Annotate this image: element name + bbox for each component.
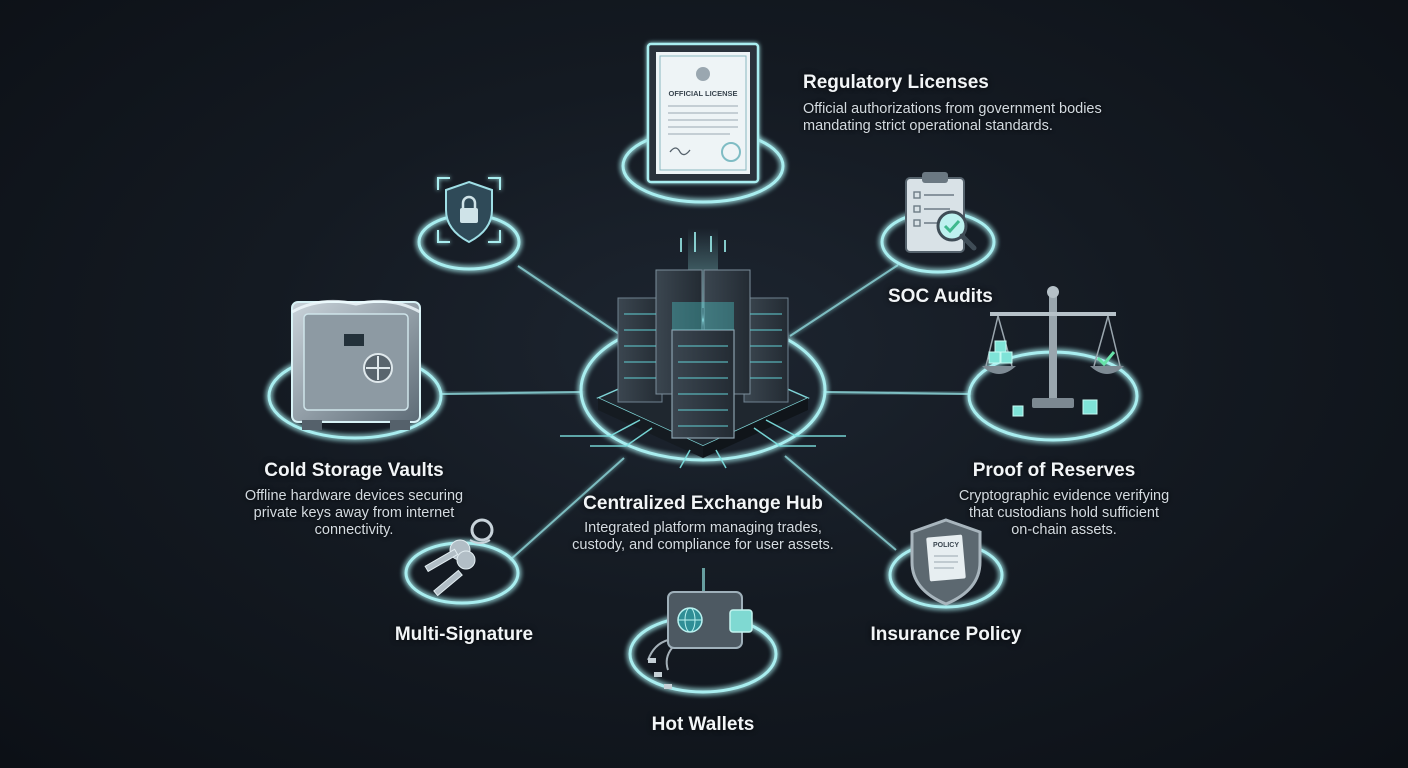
- hub-title: Centralized Exchange Hub: [583, 493, 823, 514]
- hub-description-line: Integrated platform managing trades,: [584, 520, 822, 536]
- hub-ring: [579, 318, 827, 462]
- certificate-heading: OFFICIAL LICENSE: [668, 89, 737, 98]
- reserves-title: Proof of Reserves: [972, 460, 1136, 481]
- soc-title: SOC Audits: [888, 286, 993, 307]
- link-cold-storage: [441, 391, 583, 395]
- reserves-description: Cryptographic evidence verifying that cu…: [944, 488, 1184, 539]
- cold-storage-description-line: Offline hardware devices securing: [244, 488, 464, 504]
- link-soc: [789, 264, 899, 337]
- link-insurance: [784, 455, 897, 551]
- shield-lock-icon: [437, 177, 501, 244]
- insurance-title: Insurance Policy: [870, 624, 1022, 645]
- vault-icon: [291, 299, 421, 430]
- link-security: [517, 265, 629, 341]
- certificate-icon: OFFICIAL LICENSE: [646, 42, 760, 184]
- link-reserves: [823, 391, 971, 395]
- wallet-icon: [647, 568, 753, 689]
- reserves-description-line: on-chain assets.: [1011, 522, 1117, 538]
- cold-storage-title: Cold Storage Vaults: [264, 460, 444, 481]
- clipboard-magnifier-icon: [905, 172, 977, 253]
- cold-storage-description-line: connectivity.: [314, 522, 394, 538]
- licenses-description-line: mandating strict operational standards.: [803, 118, 1053, 134]
- link-multisig: [509, 457, 625, 561]
- reserves-description-line: that custodians hold sufficient: [969, 505, 1159, 521]
- keys-icon: [424, 518, 494, 597]
- hot-wallets-title: Hot Wallets: [651, 714, 755, 735]
- hub-description-line: custody, and compliance for user assets.: [572, 537, 834, 553]
- balance-scale-icon: [982, 286, 1124, 417]
- connection-lines: [441, 196, 971, 610]
- hub-description: Integrated platform managing trades, cus…: [548, 520, 858, 554]
- policy-shield-icon: POLICY: [910, 518, 982, 606]
- cold-storage-description: Offline hardware devices securing privat…: [224, 488, 484, 539]
- multisig-title: Multi-Signature: [394, 624, 534, 645]
- reserves-description-line: Cryptographic evidence verifying: [958, 488, 1170, 504]
- licenses-description-line: Official authorizations from government …: [803, 101, 1102, 117]
- licenses-title: Regulatory Licenses: [803, 72, 989, 93]
- policy-label: POLICY: [933, 542, 959, 549]
- cold-storage-description-line: private keys away from internet: [253, 505, 455, 521]
- server-cluster-icon: [560, 228, 846, 469]
- licenses-description: Official authorizations from government …: [803, 101, 1102, 135]
